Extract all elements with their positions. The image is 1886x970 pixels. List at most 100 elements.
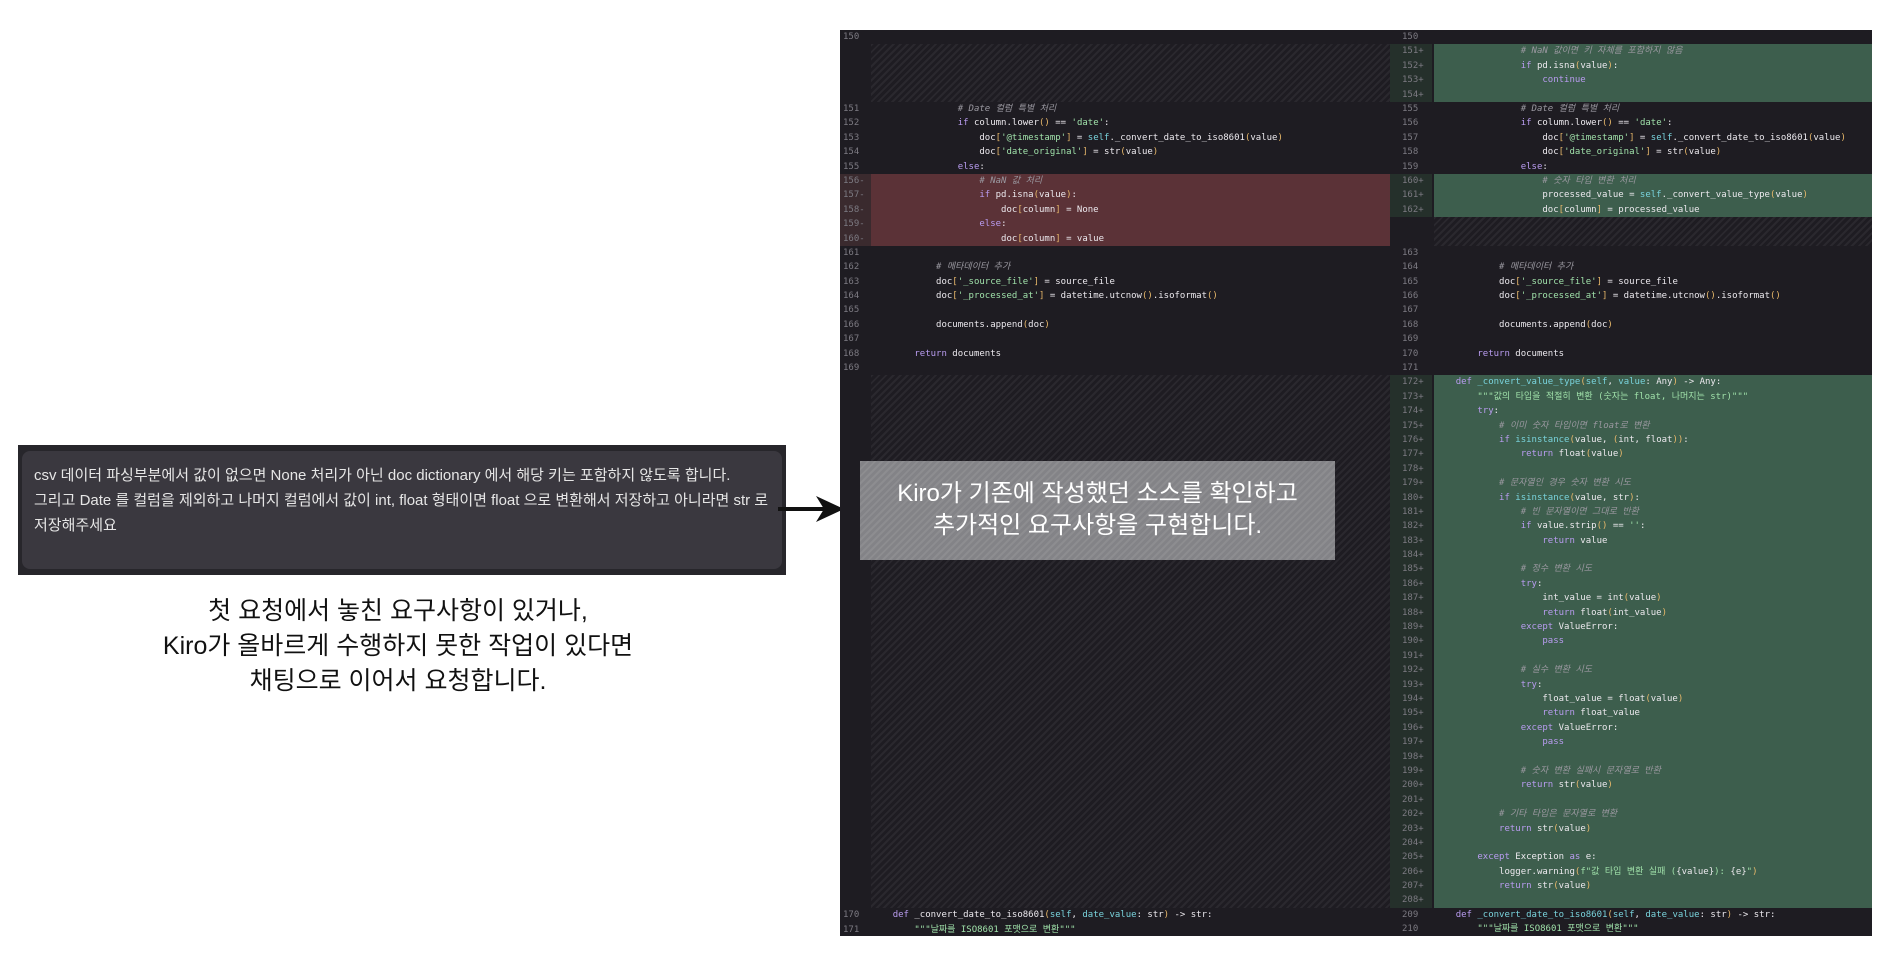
- code-token: ): [1585, 823, 1592, 834]
- code-token: documents.append: [1499, 319, 1586, 330]
- added-line: 173+ """값의 타입을 적절히 변환 (숫자는 float, 나머지는 s…: [1390, 389, 1872, 405]
- code-line: 209 def _convert_date_to_iso8601(self, d…: [1390, 908, 1872, 922]
- code-token: [: [1558, 204, 1565, 215]
- code-text: doc['_processed_at'] = datetime.utcnow()…: [871, 289, 1390, 303]
- line-number: 174+: [1390, 404, 1432, 419]
- line-number: 168: [1402, 319, 1419, 330]
- code-text: try:: [1434, 576, 1872, 592]
- code-line: 166 documents.append(doc): [840, 318, 1390, 332]
- code-token: f"값 타입 변환 실패 (: [1580, 866, 1677, 877]
- code-token: (): [1770, 291, 1781, 302]
- added-line: 182+ if value.strip() == '':: [1390, 519, 1872, 534]
- line-number: 173+: [1390, 389, 1432, 405]
- code-text: if isinstance(value, str):: [1434, 490, 1872, 505]
- code-token: pd.isna: [1531, 60, 1575, 71]
- code-token: if: [957, 118, 969, 129]
- code-token: """값의 타입을 적절히 변환 (숫자는 float, 나머지는 str)""…: [1477, 391, 1749, 402]
- code-token: return: [1520, 780, 1554, 791]
- code-text: return str(value): [1434, 879, 1872, 894]
- code-line: 158 doc['date_original'] = str(value): [1390, 145, 1872, 159]
- line-number: 180+: [1390, 490, 1432, 505]
- code-token: 'date': [1071, 118, 1105, 129]
- code-token: ._convert_value_type: [1661, 190, 1770, 201]
- code-token: '@timestamp': [1001, 132, 1067, 143]
- code-token: str: [1531, 823, 1554, 834]
- code-token: if: [1520, 118, 1532, 129]
- code-text: # 빈 문자열이면 그대로 반환: [1434, 504, 1872, 520]
- code-text: continue: [1434, 73, 1872, 88]
- code-token: self: [1049, 910, 1072, 921]
- line-number: 163: [843, 276, 860, 287]
- line-number: 190+: [1390, 634, 1432, 649]
- code-token: [: [952, 276, 958, 287]
- added-line: 184+: [1390, 548, 1872, 563]
- code-token: doc: [1499, 291, 1516, 302]
- code-text: if pd.isna(value):: [1434, 58, 1872, 74]
- code-token: """날짜를 ISO8601 포맷으로 변환""": [1477, 924, 1639, 935]
- code-token: (): [1207, 291, 1218, 302]
- code-text: def _convert_value_type(self, value: Any…: [1434, 375, 1872, 390]
- line-number: 165: [843, 305, 860, 316]
- code-line: 168 return documents: [840, 347, 1390, 361]
- added-line: 152+ if pd.isna(value):: [1390, 58, 1872, 74]
- code-token: ValueError:: [1553, 722, 1619, 733]
- line-number: 164: [843, 291, 860, 302]
- code-token: = source_file: [1039, 276, 1115, 287]
- code-token: ): [1607, 60, 1613, 71]
- code-token: value: [1250, 132, 1278, 143]
- code-token: -> str:: [1169, 910, 1213, 921]
- chat-message-line: csv 데이터 파싱부분에서 값이 없으면 None 처리가 아닌 doc di…: [34, 467, 731, 484]
- code-line: 169: [840, 361, 1390, 375]
- code-token: '_processed_at': [1520, 291, 1602, 302]
- line-number: 153: [843, 132, 860, 143]
- code-text: else:: [871, 160, 1390, 174]
- line-number: 185+: [1390, 562, 1432, 577]
- code-token: -> str:: [1732, 909, 1776, 920]
- code-token: ): [1672, 377, 1678, 388]
- line-number: 170: [1402, 348, 1419, 359]
- added-line: 191+: [1390, 648, 1872, 664]
- code-token: = datetime.utcnow: [1607, 291, 1705, 302]
- code-token: = str: [1087, 147, 1121, 158]
- code-token: (: [1645, 693, 1651, 704]
- code-token: date_value: [1645, 909, 1700, 920]
- line-number: 171: [1402, 363, 1419, 373]
- code-text: return documents: [871, 347, 1390, 361]
- deleted-line: 156- # NaN 값 처리: [840, 173, 1390, 189]
- added-line: 196+ except ValueError:: [1390, 720, 1872, 736]
- code-token: [: [995, 147, 1002, 158]
- diff-filler: [1434, 217, 1872, 246]
- code-token: self: [1087, 132, 1110, 143]
- code-token: else: [979, 219, 1002, 230]
- line-number: 176+: [1390, 432, 1432, 448]
- code-token: int_value = int: [1542, 593, 1624, 604]
- code-text: doc[column] = value: [871, 231, 1390, 246]
- code-token: {e}: [1730, 866, 1747, 877]
- code-token: date_value: [1082, 910, 1137, 921]
- code-token: return: [1499, 881, 1532, 892]
- code-token: (: [1607, 909, 1613, 920]
- code-token: # 빈 문자열이면 그대로 반환: [1520, 506, 1639, 517]
- added-line: 190+ pass: [1390, 634, 1872, 649]
- code-token: # 이미 숫자 타입이면 float로 변환: [1499, 420, 1650, 431]
- code-token: # Date 컬럼 특별 처리: [1520, 103, 1620, 114]
- code-token: # 메타데이터 추가: [936, 262, 1011, 273]
- code-text: if value.strip() == '':: [1434, 519, 1872, 534]
- code-token: doc: [1542, 147, 1559, 158]
- line-number: 181+: [1390, 504, 1432, 520]
- code-token: ): [1726, 909, 1733, 920]
- code-token: {value}: [1676, 866, 1715, 877]
- code-token: [: [1515, 291, 1521, 302]
- code-token: processed_value =: [1542, 190, 1640, 201]
- line-number: 193+: [1390, 677, 1432, 692]
- added-line: 187+ int_value = int(value): [1390, 591, 1872, 606]
- code-text: return str(value): [1434, 778, 1872, 793]
- code-line: 150: [1390, 30, 1872, 44]
- line-number: 157-: [840, 188, 872, 203]
- code-token: value: [1039, 190, 1067, 201]
- added-line: 193+ try:: [1390, 677, 1872, 692]
- code-token: value, str: [1574, 492, 1630, 503]
- code-text: """날짜를 ISO8601 포맷으로 변환""": [871, 923, 1390, 936]
- code-token: ): [1656, 593, 1662, 604]
